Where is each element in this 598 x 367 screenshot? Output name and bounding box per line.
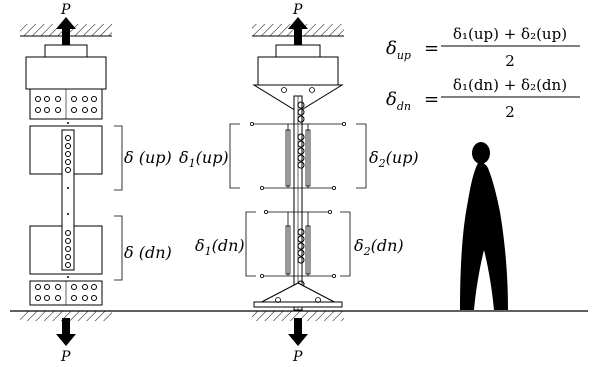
mid-left-dn-label: δ1(dn) xyxy=(195,236,245,258)
middle-specimen xyxy=(229,17,367,346)
load-label-bottom-left: P xyxy=(60,349,71,365)
formula-dn-denominator: 2 xyxy=(505,103,515,121)
mid-top-load-arrow-icon xyxy=(288,17,308,45)
left-top-load-arrow-icon xyxy=(56,17,76,45)
load-label-top-mid: P xyxy=(292,2,303,18)
formula-up-lhs: δup xyxy=(386,38,411,62)
load-label-bottom-mid: P xyxy=(292,349,303,365)
mid-bottom-support xyxy=(252,311,344,321)
left-dn-bracket xyxy=(114,215,123,281)
formula-dn-equals: = xyxy=(424,89,439,110)
human-scale-figure-icon xyxy=(460,142,508,310)
mid-right-up-label: δ2(up) xyxy=(369,148,419,170)
mid-left-dn-bracket xyxy=(245,211,256,277)
formula-dn-numerator: δ₁(dn) + δ₂(dn) xyxy=(453,76,567,94)
left-bottom-support xyxy=(20,311,112,321)
mid-right-dn-label: δ2(dn) xyxy=(354,236,404,258)
formula-up-denominator: 2 xyxy=(505,52,515,70)
mid-right-dn-bracket xyxy=(340,211,351,277)
mid-left-up-label: δ1(up) xyxy=(179,148,229,170)
mid-right-up-bracket xyxy=(356,123,367,189)
formula-up-numerator: δ₁(up) + δ₂(up) xyxy=(453,25,567,43)
mid-left-up-bracket xyxy=(229,123,240,189)
left-up-bracket xyxy=(114,125,123,191)
left-bottom-load-arrow-icon xyxy=(56,318,76,346)
mid-bottom-load-arrow-icon xyxy=(288,318,308,346)
formula-dn-lhs: δdn xyxy=(386,89,411,113)
formula-up-equals: = xyxy=(424,38,439,59)
load-label-top-left: P xyxy=(60,2,71,18)
left-specimen xyxy=(20,17,123,346)
left-dn-label: δ (dn) xyxy=(124,243,172,262)
formula-up: δup = δ₁(up) + δ₂(up) 2 xyxy=(386,25,580,70)
formula-dn: δdn = δ₁(dn) + δ₂(dn) 2 xyxy=(386,76,580,121)
left-up-label: δ (up) xyxy=(124,148,172,167)
